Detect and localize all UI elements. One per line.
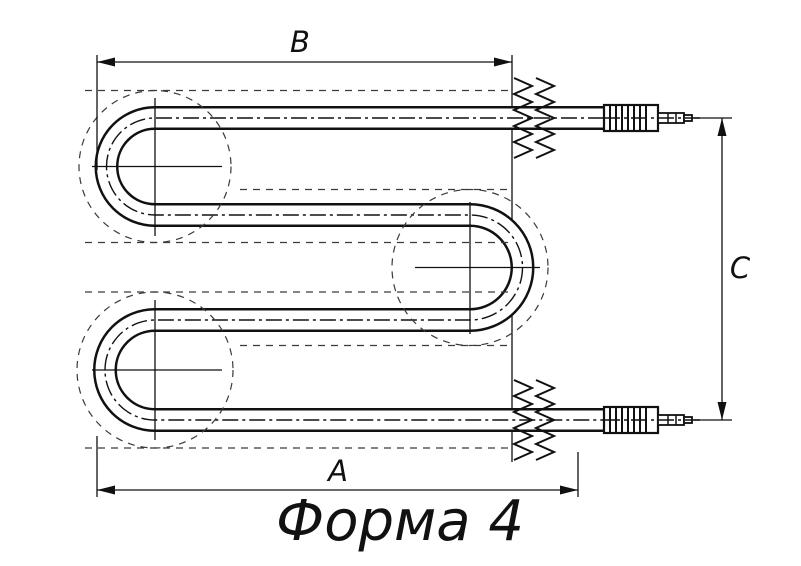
bend-envelopes	[76, 89, 549, 449]
spring-coil	[533, 77, 557, 159]
envelope-tangent-lines	[85, 89, 510, 449]
bottom-terminal	[602, 405, 700, 435]
arrowhead	[717, 402, 727, 420]
dimension-c: C	[694, 117, 751, 421]
arrowhead	[97, 57, 115, 67]
arrowhead	[97, 485, 115, 495]
spring-coil	[511, 77, 535, 159]
serpentine-tube	[93, 106, 604, 432]
dimension-b: B	[96, 25, 512, 170]
tube-centerline	[104, 117, 604, 421]
dimension-a: A	[96, 436, 579, 497]
spring-coil	[533, 379, 557, 461]
dimension-a-label: A	[326, 454, 348, 488]
top-terminal	[602, 103, 700, 133]
dimension-c-label: C	[730, 251, 751, 285]
arrowhead	[560, 485, 578, 495]
arrowhead	[717, 118, 727, 136]
dimension-b-label: B	[290, 25, 310, 59]
bottom-spring-fitting	[511, 379, 557, 461]
arrowhead	[494, 57, 512, 67]
bend-envelope-right	[391, 188, 549, 347]
tube-bore	[95, 108, 604, 430]
spring-coil	[511, 379, 535, 461]
top-spring-fitting	[511, 77, 557, 159]
figure-title: Форма 4	[276, 489, 524, 554]
bend-center-marks	[92, 98, 540, 440]
